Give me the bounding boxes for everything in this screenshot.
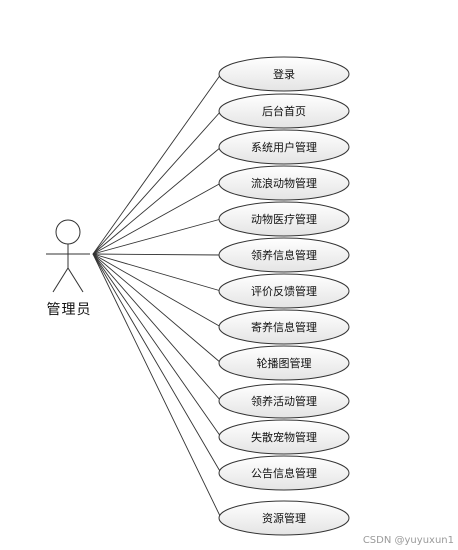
use-case-label: 轮播图管理 (257, 356, 312, 370)
use-case-item[interactable]: 动物医疗管理 (218, 201, 350, 237)
actor-right-leg (67, 267, 84, 293)
use-case-label: 流浪动物管理 (251, 176, 317, 190)
use-case-label: 系统用户管理 (251, 140, 317, 154)
use-case-label: 动物医疗管理 (251, 212, 317, 226)
use-case-label: 后台首页 (262, 104, 306, 118)
association-line (92, 253, 222, 402)
use-case-item[interactable]: 流浪动物管理 (218, 165, 350, 201)
use-case-ellipse (218, 201, 350, 237)
association-line (92, 182, 222, 255)
use-case-ellipse (218, 93, 350, 129)
actor-label: 管理员 (46, 302, 92, 318)
use-case-ellipse (218, 383, 350, 419)
use-case-ellipse (218, 500, 350, 536)
use-case-label: 寄养信息管理 (251, 320, 317, 334)
association-line (92, 253, 222, 328)
watermark: CSDN @yuyuxun1 (362, 535, 454, 546)
association-line (92, 253, 222, 292)
association-line (92, 110, 222, 255)
use-case-item[interactable]: 评价反馈管理 (218, 273, 350, 309)
association-line (92, 146, 222, 255)
actor-left-leg (52, 267, 69, 293)
use-case-ellipse (218, 345, 350, 381)
use-case-ellipse (218, 56, 350, 92)
association-line (92, 253, 222, 519)
association-lines (92, 73, 222, 519)
use-case-item[interactable]: 失散宠物管理 (218, 419, 350, 455)
use-case-ellipse (218, 419, 350, 455)
use-case-label: 登录 (273, 67, 295, 81)
use-case-ellipse (218, 455, 350, 491)
association-line (92, 253, 222, 256)
use-case-ellipse (218, 165, 350, 201)
use-case-label: 领养信息管理 (251, 248, 317, 262)
use-case-item[interactable]: 后台首页 (218, 93, 350, 129)
use-case-item[interactable]: 公告信息管理 (218, 455, 350, 491)
use-case-ellipse (218, 273, 350, 309)
use-case-label: 公告信息管理 (251, 466, 317, 480)
use-case-ellipse (218, 129, 350, 165)
use-case-label: 失散宠物管理 (251, 430, 317, 444)
use-case-item[interactable]: 资源管理 (218, 500, 350, 536)
use-case-list: 登录后台首页系统用户管理流浪动物管理动物医疗管理领养信息管理评价反馈管理寄养信息… (218, 56, 350, 536)
use-case-item[interactable]: 登录 (218, 56, 350, 92)
use-case-item[interactable]: 领养信息管理 (218, 237, 350, 273)
use-case-ellipse (218, 237, 350, 273)
actor-head (55, 219, 81, 245)
association-line (92, 218, 222, 255)
actor-stick-figure-icon (46, 219, 90, 293)
use-case-item[interactable]: 寄养信息管理 (218, 309, 350, 345)
association-line (92, 73, 222, 255)
use-case-item[interactable]: 系统用户管理 (218, 129, 350, 165)
use-case-label: 评价反馈管理 (251, 284, 317, 298)
use-case-item[interactable]: 领养活动管理 (218, 383, 350, 419)
use-case-ellipse (218, 309, 350, 345)
association-line (92, 253, 222, 474)
use-case-label: 领养活动管理 (251, 394, 317, 408)
use-case-item[interactable]: 轮播图管理 (218, 345, 350, 381)
association-line (92, 253, 222, 364)
use-case-label: 资源管理 (262, 511, 306, 525)
association-line (92, 253, 222, 438)
